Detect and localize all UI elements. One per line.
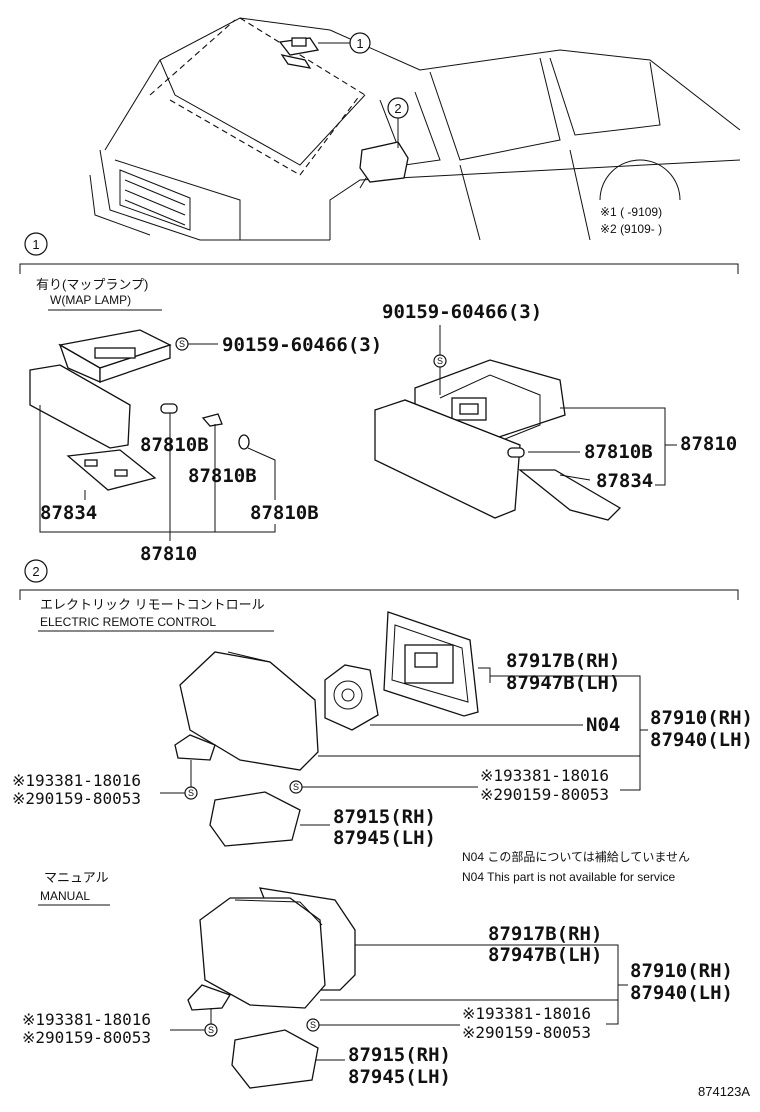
map-lamp-right-illustration [374,359,622,521]
screw-s-3: S [188,788,194,798]
manual-mirror-illustration [187,887,356,1089]
part-90159-60466-left: 90159-60466(3) [222,334,382,356]
section-1-circle [24,232,48,256]
part-90159-80053-manual-left: ※290159-80053 [22,1028,151,1047]
part-90159-80053-electric-right: ※290159-80053 [480,785,609,804]
section-2-heading-en: ELECTRIC REMOTE CONTROL [40,615,216,629]
part-87834-right: 87834 [596,470,653,492]
note-n04-en: N04 This part is not available for servi… [462,870,676,884]
section-1-heading-jp: 有り(マップランプ) [36,277,148,292]
part-87917b-rh-manual: 87917B(RH) [488,923,602,945]
electric-mirror-illustration [174,611,479,847]
part-87910-rh-electric: 87910(RH) [650,707,753,729]
callout-1: 1 [356,36,363,51]
part-90159-80053-electric-left: ※290159-80053 [12,789,141,808]
part-87810-left: 87810 [140,543,197,565]
part-n04: N04 [586,714,620,736]
part-87810b-left-a: 87810B [140,434,209,456]
part-87947b-lh-manual: 87947B(LH) [488,944,602,966]
screw-s-6: S [310,1020,316,1030]
section-2-number: 2 [32,564,39,579]
vehicle-illustration [89,17,741,241]
callout-2: 2 [394,101,401,116]
part-87945-lh-manual: 87945(LH) [348,1066,451,1088]
part-90159-80053-manual-right: ※290159-80053 [462,1023,591,1042]
section-2-heading-jp: エレクトリック リモートコントロール [40,597,265,612]
vehicle-note-2: ※2 (9109- ) [600,222,662,236]
part-87947b-lh-electric: 87947B(LH) [506,672,620,694]
part-93381-18016-manual-left: ※193381-18016 [22,1010,151,1029]
part-87834-left: 87834 [40,502,97,524]
part-87915-rh-manual: 87915(RH) [348,1044,451,1066]
section-2-circle [24,559,48,583]
figure-id: 874123A [698,1084,750,1099]
callout-2-circle [387,97,409,119]
part-87945-lh-electric: 87945(LH) [333,827,436,849]
section-3-heading-en: MANUAL [40,889,90,903]
section-1-heading-en: W(MAP LAMP) [50,293,131,307]
part-93381-18016-electric-right: ※193381-18016 [480,766,609,785]
screw-s-1: S [179,339,185,349]
part-87810b-left-b: 87810B [188,465,257,487]
vehicle-note-1: ※1 ( -9109) [600,205,662,219]
section-3-heading-jp: マニュアル [44,870,109,885]
part-87810-right: 87810 [680,433,737,455]
part-87940-lh-electric: 87940(LH) [650,729,753,751]
part-87810b-right: 87810B [584,441,653,463]
part-87915-rh-electric: 87915(RH) [333,806,436,828]
part-87940-lh-manual: 87940(LH) [630,982,733,1004]
part-87917b-rh-electric: 87917B(RH) [506,650,620,672]
section-1-number: 1 [32,237,39,252]
part-87910-rh-manual: 87910(RH) [630,960,733,982]
map-lamp-left-illustration [29,329,250,491]
part-93381-18016-manual-right: ※193381-18016 [462,1004,591,1023]
part-93381-18016-electric-left: ※193381-18016 [12,771,141,790]
part-90159-60466-right: 90159-60466(3) [382,301,542,323]
part-87810b-left-c: 87810B [250,502,319,524]
note-n04-jp: N04 この部品については補給していません [462,849,690,864]
callout-1-circle [349,32,371,54]
screw-s-4: S [293,782,299,792]
screw-s-2: S [437,356,443,366]
screw-s-5: S [208,1025,214,1035]
